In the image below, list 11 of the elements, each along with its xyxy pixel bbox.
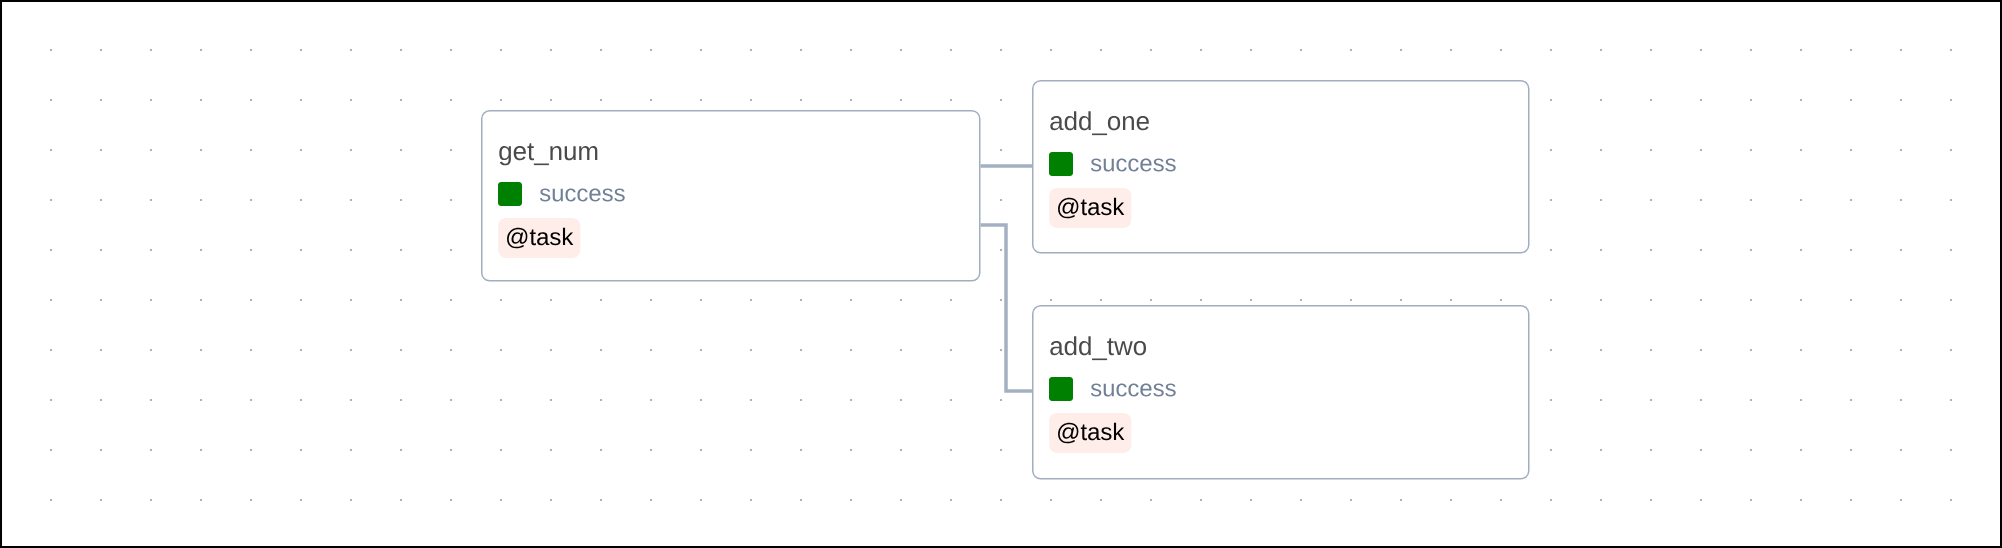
connector <box>980 164 1032 168</box>
task-badge: @task <box>1049 188 1132 228</box>
task-badge: @task <box>498 218 581 258</box>
task-badge: @task <box>1049 413 1132 453</box>
connector <box>980 223 1032 393</box>
task-name: add_one <box>1050 111 1149 136</box>
status-text: success <box>1090 158 1176 172</box>
status-text: success <box>1090 383 1176 397</box>
status-text: success <box>539 188 625 202</box>
task-name: add_two <box>1050 336 1147 361</box>
task-name: get_num <box>499 143 598 166</box>
